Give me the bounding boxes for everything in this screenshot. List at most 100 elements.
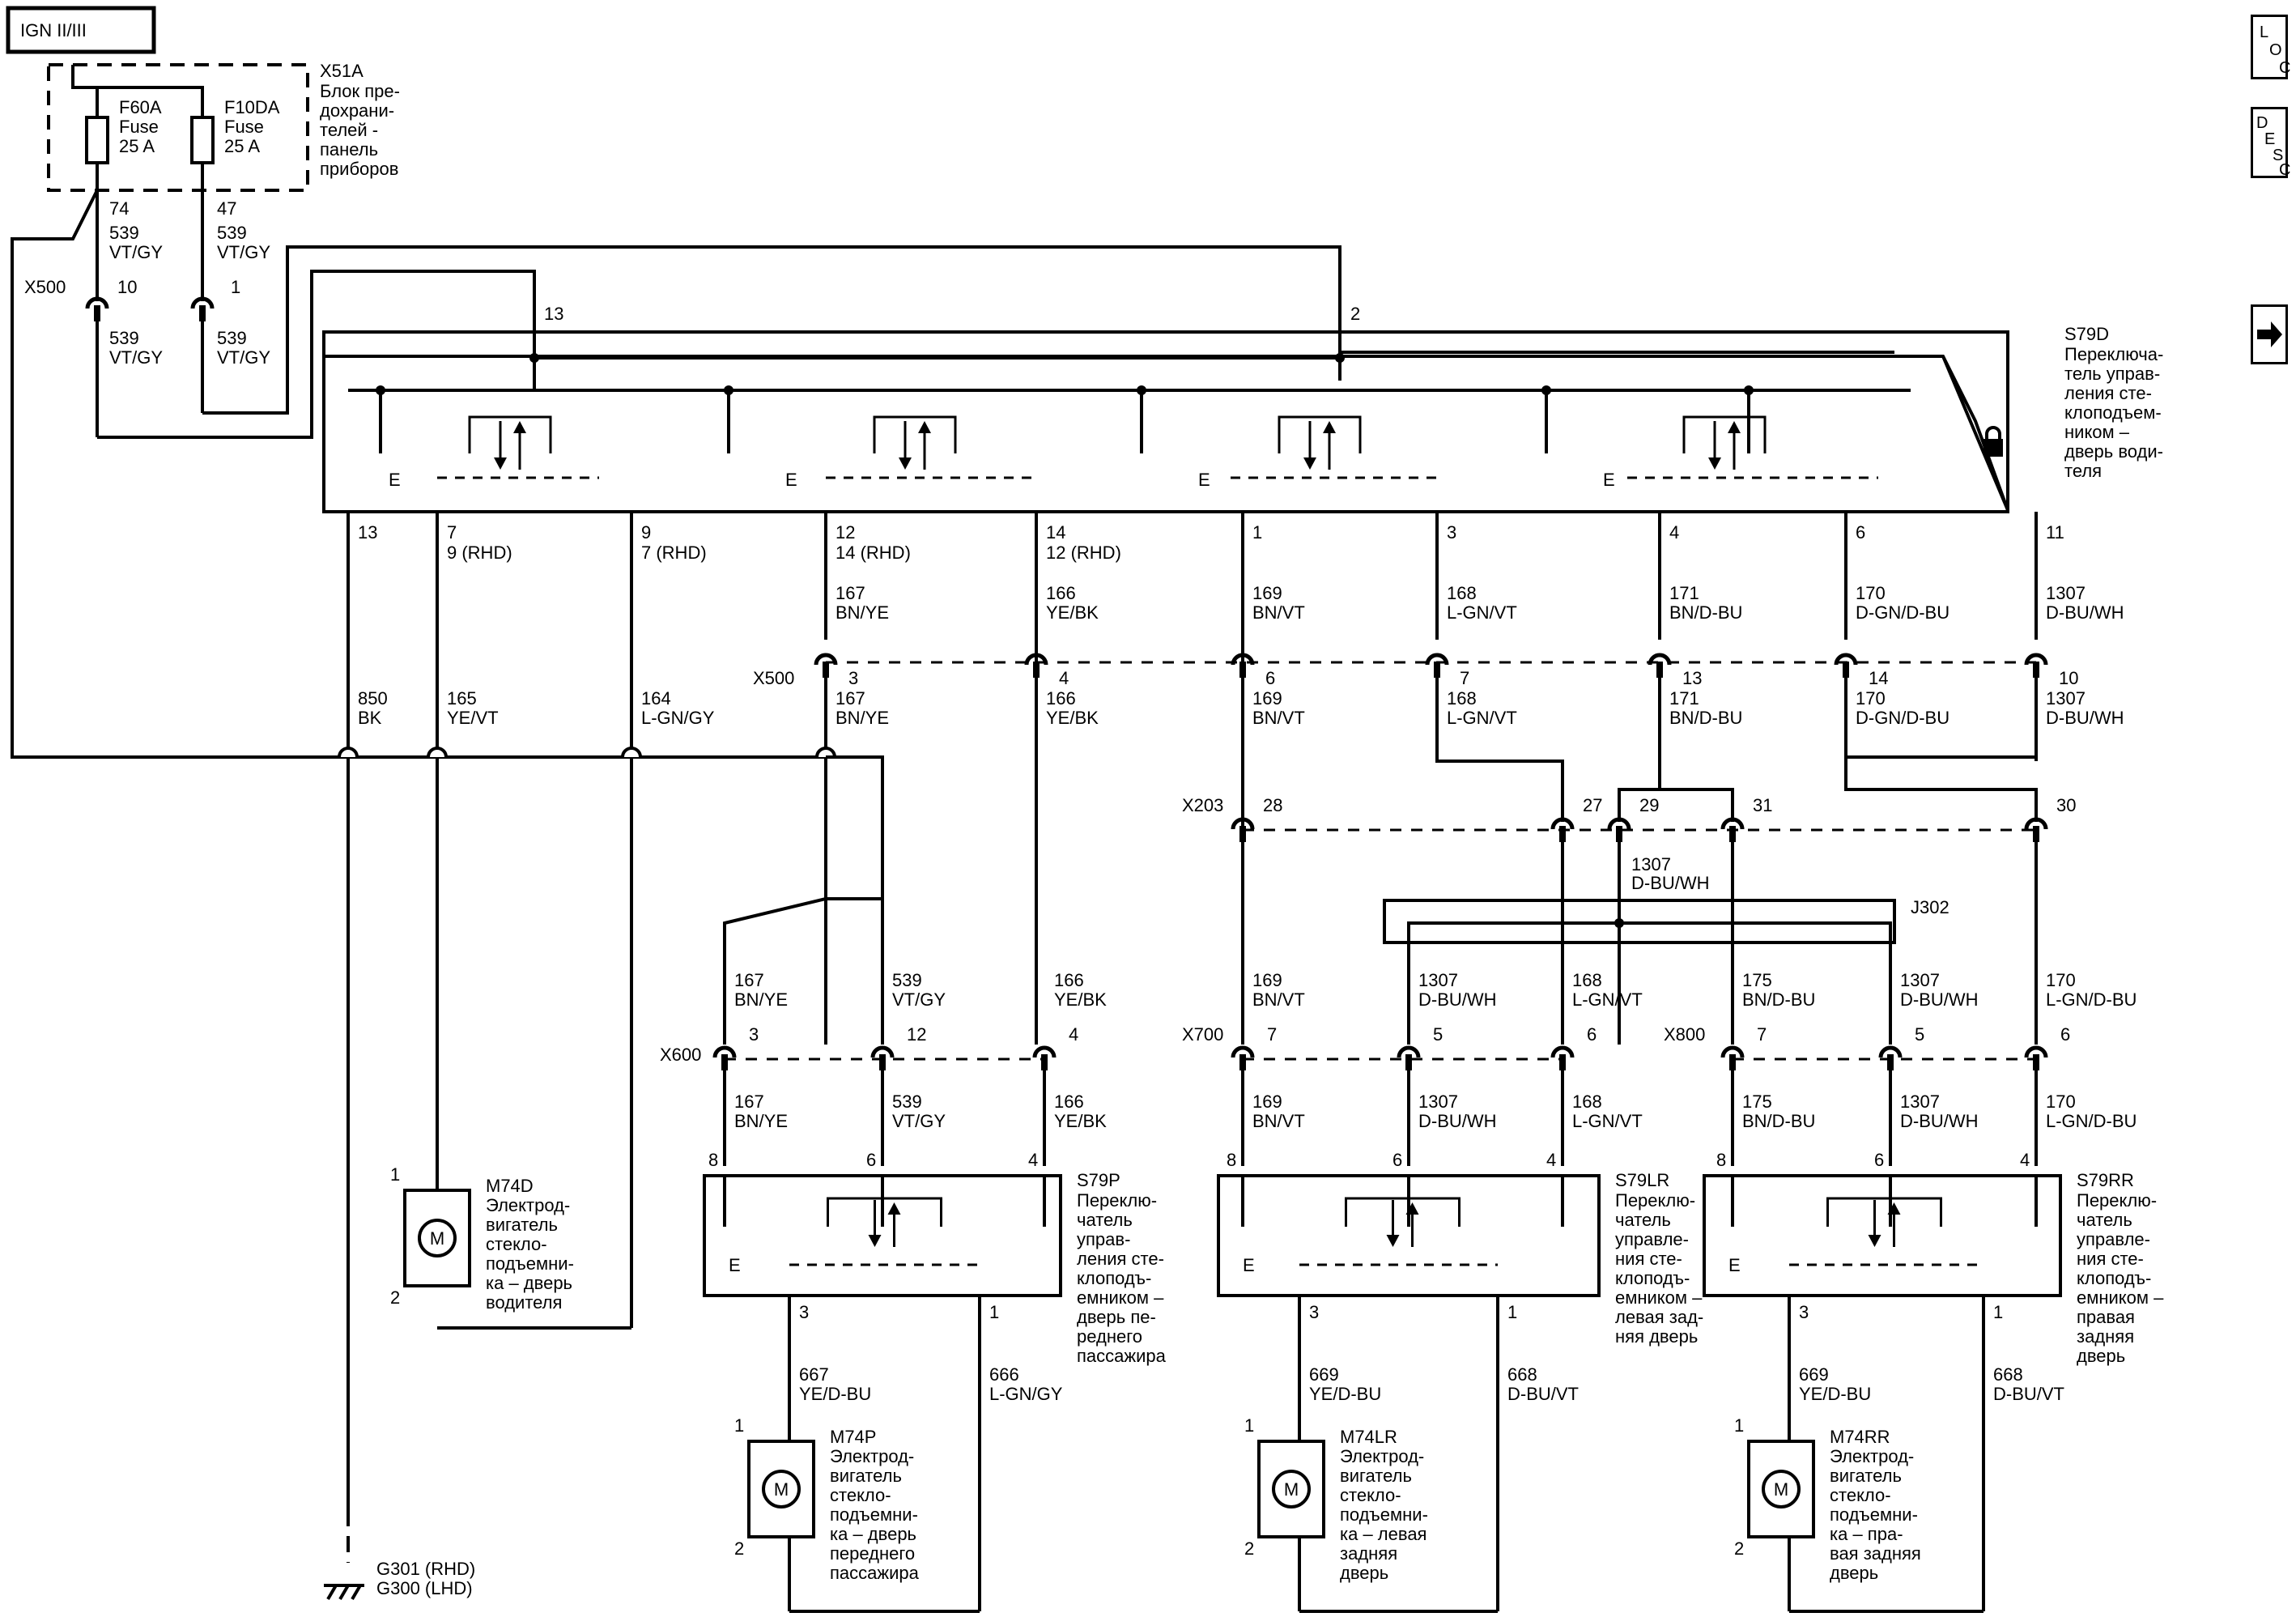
fuse-0-label: Fuse xyxy=(119,117,159,137)
driver-pin-alt: 14 (RHD) xyxy=(835,543,911,563)
splice-dot xyxy=(1744,385,1754,395)
wire-number: 539 xyxy=(892,970,922,990)
up-arrow-head xyxy=(918,421,931,433)
up-arrow-head xyxy=(1405,1202,1419,1215)
wire-color: L-GN/VT xyxy=(1572,1111,1643,1131)
wire-number: 539 xyxy=(109,328,139,348)
connector-arc xyxy=(1231,653,1255,666)
motor-desc: вигатель xyxy=(486,1215,558,1235)
wire-color: YE/BK xyxy=(1046,708,1099,728)
down-arrow-head xyxy=(1708,457,1721,470)
driver-switch-desc: тель управ- xyxy=(2064,364,2160,384)
wire-number: 170 xyxy=(1856,583,1886,603)
motor-pin: 1 xyxy=(390,1164,400,1185)
door-switch-desc: ния сте- xyxy=(1615,1249,1682,1269)
door-switch-desc: реднего xyxy=(1077,1326,1142,1347)
fuse-block-desc: приборов xyxy=(320,159,398,179)
driver-pin: 14 xyxy=(1046,522,1065,543)
wire-number: 169 xyxy=(1252,583,1282,603)
arrow-frame xyxy=(1826,1197,1942,1227)
connector-arc xyxy=(814,653,838,666)
x700-pin: 5 xyxy=(1433,1024,1443,1045)
x500-mid-pin: 14 xyxy=(1869,668,1888,688)
wire-color: BN/D-BU xyxy=(1669,708,1742,728)
loc-letter-l: L xyxy=(2260,23,2269,41)
down-arrow-head xyxy=(899,457,912,470)
wire-number: 167 xyxy=(734,970,764,990)
door-switch-desc: управ- xyxy=(1077,1229,1130,1249)
x500-top-label: X500 xyxy=(24,277,66,297)
switch-e-mark: E xyxy=(1603,470,1615,490)
wire-color: D-BU/VT xyxy=(1993,1384,2064,1404)
door-switch-desc: Переклю- xyxy=(2077,1190,2157,1211)
motor-desc: вигатель xyxy=(1830,1466,1902,1486)
lock-icon xyxy=(1983,426,2003,457)
down-arrow-head xyxy=(1303,457,1316,470)
ign-label: IGN II/III xyxy=(20,20,87,40)
motor-desc: Электрод- xyxy=(1830,1446,1914,1466)
splice-dot xyxy=(1137,385,1146,395)
wire-color: VT/GY xyxy=(217,347,270,368)
x700-label: X700 xyxy=(1182,1024,1223,1045)
motor-symbol xyxy=(762,1470,801,1508)
wire-color: YE/D-BU xyxy=(1799,1384,1871,1404)
wire-number: 850 xyxy=(358,688,388,709)
x500-mid-pin: 4 xyxy=(1059,668,1069,688)
wire-color: D-BU/WH xyxy=(1418,1111,1497,1131)
motor-desc: подъемни- xyxy=(486,1253,574,1274)
motor-desc: стекло- xyxy=(1830,1485,1891,1505)
driver-switch-desc: ником – xyxy=(2064,422,2130,442)
fuse-block-desc: Блок пре- xyxy=(320,81,400,101)
motor-desc: Электрод- xyxy=(1340,1446,1424,1466)
door-switch-desc: Переклю- xyxy=(1077,1190,1157,1211)
motor-id: M74D xyxy=(486,1176,534,1196)
wire-color: YE/BK xyxy=(1054,989,1107,1010)
door-switch-desc: клоподъ- xyxy=(1615,1268,1690,1288)
wire-number: 539 xyxy=(109,223,139,243)
fuse-1-body xyxy=(190,116,215,164)
driver-switch-desc: ления сте- xyxy=(2064,383,2152,403)
desc-letter-d: D xyxy=(2256,114,2268,132)
door-switch-desc: клоподъ- xyxy=(2077,1268,2151,1288)
desc-button[interactable]: D E S C xyxy=(2251,107,2290,179)
loc-button[interactable]: L O C xyxy=(2251,15,2290,79)
wire-color: YE/VT xyxy=(447,708,499,728)
motor-pin: 2 xyxy=(390,1287,400,1308)
desc-letter-s: S xyxy=(2273,147,2284,164)
door-switch-desc: управле- xyxy=(1615,1229,1689,1249)
fuse-bus xyxy=(71,65,204,121)
ground-icon-tick xyxy=(338,1584,350,1601)
fuse-1-label: Fuse xyxy=(224,117,264,137)
fuse-0-label: F60A xyxy=(119,97,162,117)
connector-arc xyxy=(870,1045,895,1058)
splice-dot xyxy=(724,385,733,395)
door-switch-desc: няя дверь xyxy=(1615,1326,1698,1347)
door-switch-desc: чатель xyxy=(1077,1210,1133,1230)
up-arrow-head xyxy=(887,1202,901,1215)
lock-icon-body xyxy=(1983,439,2003,457)
door-switch-pin: 8 xyxy=(708,1150,718,1170)
wire-color: VT/GY xyxy=(109,347,163,368)
motor-pin: 2 xyxy=(1734,1538,1744,1559)
j302-wire-num: 1307 xyxy=(1631,854,1671,874)
desc-letter-e: E xyxy=(2264,130,2276,148)
wire-number: 170 xyxy=(2046,970,2076,990)
splice-dot xyxy=(1614,918,1624,928)
next-page-button[interactable] xyxy=(2251,304,2288,364)
wire-color: VT/GY xyxy=(892,989,946,1010)
fuse-0-label: 25 A xyxy=(119,136,155,156)
driver-pin: 3 xyxy=(1447,522,1456,543)
ign-box xyxy=(6,6,156,54)
door-switch-desc: емником – xyxy=(1077,1287,1164,1308)
x203-pin: 29 xyxy=(1639,795,1659,815)
x800-label: X800 xyxy=(1664,1024,1705,1045)
wire-number: 164 xyxy=(641,688,671,709)
wire-crossing xyxy=(621,747,642,758)
wire-color: L-GN/D-BU xyxy=(2046,1111,2137,1131)
motor-desc: дверь xyxy=(1830,1563,1878,1583)
door-switch-desc: пассажира xyxy=(1077,1346,1167,1366)
door-switch-desc: дверь пе- xyxy=(1077,1307,1156,1327)
switch-e-mark: E xyxy=(729,1255,741,1275)
wire-171 xyxy=(1660,788,1734,822)
connector-arc xyxy=(1878,1045,1903,1058)
